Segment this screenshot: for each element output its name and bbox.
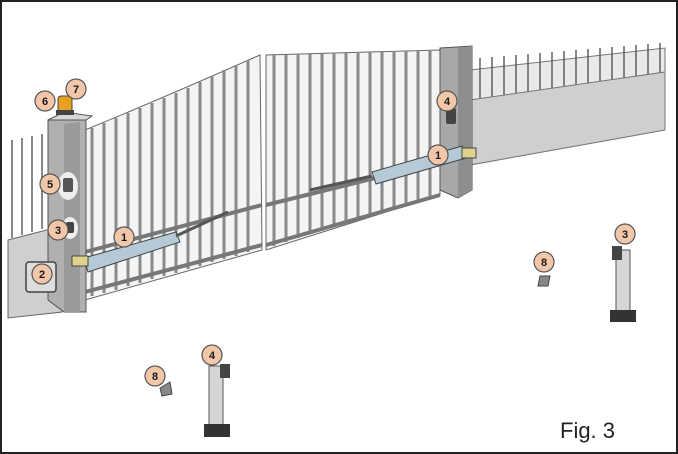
callout-circle — [427, 144, 449, 166]
key-selector — [58, 172, 78, 200]
callout-stop-8-right: 8 — [533, 251, 555, 273]
callout-circle — [113, 226, 135, 248]
callout-circle — [39, 173, 61, 195]
gate-left-leaf — [84, 54, 263, 301]
callout-circle — [65, 78, 87, 100]
callout-number: 6 — [42, 96, 48, 108]
rear-fence — [469, 43, 666, 166]
callout-number: 3 — [55, 225, 61, 237]
callout-circle — [144, 365, 166, 387]
callout-actuator-1-left: 1 — [113, 226, 135, 248]
callout-circle — [201, 344, 223, 366]
callout-number: 7 — [73, 84, 79, 96]
ground-stop-left — [159, 381, 173, 397]
ground-stop-right — [537, 275, 551, 287]
callout-column-4-front: 4 — [201, 344, 223, 366]
callout-control-box-2: 2 — [31, 263, 53, 285]
callout-photocell-3-left: 3 — [47, 219, 69, 241]
callout-number: 8 — [541, 257, 547, 269]
callout-number: 8 — [152, 371, 158, 383]
photocell-column-right — [610, 246, 636, 322]
callout-number: 1 — [121, 232, 127, 244]
callout-circle — [533, 251, 555, 273]
pillar-photocell-right — [446, 108, 456, 124]
actuator-left — [71, 210, 229, 273]
callout-circle — [614, 223, 636, 245]
gate-right-leaf — [265, 49, 441, 251]
callout-markers: 6 7 5 3 2 1 1 4 3 8 8 4 — [31, 78, 636, 387]
callout-number: 5 — [47, 179, 53, 191]
callout-number: 1 — [435, 150, 441, 162]
callout-actuator-1-right: 1 — [427, 144, 449, 166]
callout-number: 3 — [622, 229, 628, 241]
callout-circle — [47, 219, 69, 241]
callout-selector-5: 5 — [39, 173, 61, 195]
blinker-lamp — [56, 95, 74, 115]
callout-blinker-7: 7 — [65, 78, 87, 100]
photocell-column-front — [204, 364, 230, 437]
callout-circle — [34, 90, 56, 112]
callout-blinker-6: 6 — [34, 90, 56, 112]
callout-photocell-4-pillar: 4 — [436, 90, 458, 112]
callout-circle — [436, 90, 458, 112]
callout-stop-8-left: 8 — [144, 365, 166, 387]
figure-label: Fig. 3 — [560, 418, 616, 443]
callout-number: 2 — [39, 269, 45, 281]
callout-column-3-right: 3 — [614, 223, 636, 245]
callout-circle — [31, 263, 53, 285]
callout-number: 4 — [444, 96, 451, 108]
callout-number: 4 — [209, 350, 216, 362]
